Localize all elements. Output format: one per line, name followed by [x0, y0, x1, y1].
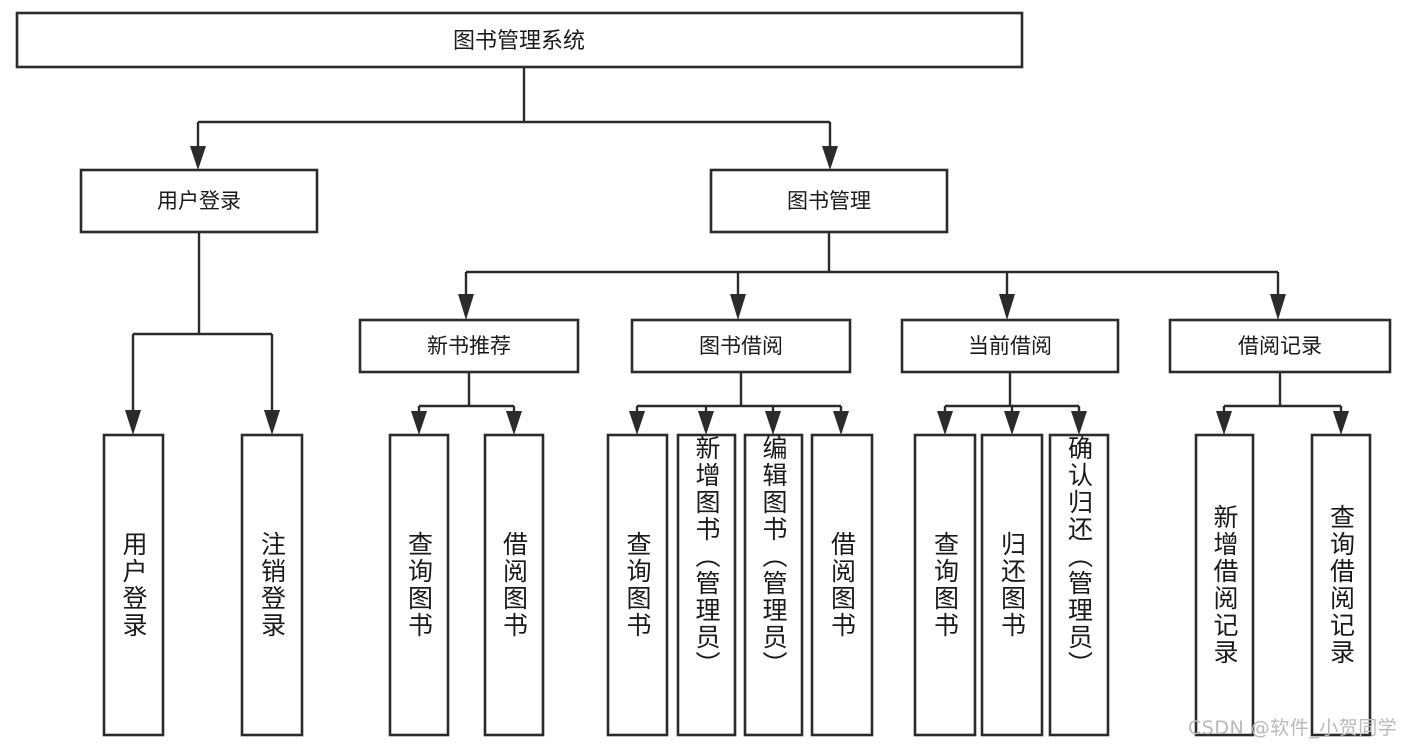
connector-borrow-record-to-leaves: [1216, 372, 1349, 435]
arrow-head-book-borrow: [730, 294, 746, 320]
leaf-box-borrow-book-1[interactable]: [483, 433, 545, 737]
arrow-head-leaf-return-book: [1004, 411, 1020, 435]
node-book-borrow-box[interactable]: [630, 318, 852, 374]
node-current-borrow-label: 当前借阅: [968, 334, 1052, 358]
arrow-head-current-borrow: [999, 294, 1015, 320]
csdn-watermark: CSDN @软件_小贺同学: [1188, 717, 1398, 739]
connector-root-to-level2: [190, 67, 838, 170]
connector-current-borrow-to-leaves: [937, 372, 1087, 435]
node-root-box[interactable]: [15, 11, 1024, 69]
arrow-head-leaf-add-book: [698, 411, 714, 435]
connector-book-management-to-level3: [458, 232, 1286, 320]
leaf-box-query-book-2[interactable]: [606, 433, 669, 737]
node-book-borrow-label: 图书借阅: [699, 334, 783, 358]
node-book-borrow[interactable]: 图书借阅: [630, 318, 852, 374]
node-book-management-label: 图书管理: [787, 189, 871, 213]
arrow-head-leaf-query-book-3: [937, 411, 953, 435]
leaf-box-edit-book[interactable]: [743, 433, 804, 737]
arrow-head-borrow-record: [1270, 294, 1286, 320]
node-current-borrow-box[interactable]: [900, 318, 1120, 374]
arrow-head-leaf-borrow-book-2: [833, 411, 849, 435]
arrow-head-user-login: [190, 146, 206, 170]
node-user-login[interactable]: 用户登录: [79, 168, 319, 234]
node-book-management-box[interactable]: [709, 168, 949, 234]
node-new-book-recommend-box[interactable]: [358, 318, 580, 374]
arrow-head-leaf-user-login: [125, 410, 141, 435]
node-borrow-record-label: 借阅记录: [1238, 334, 1322, 358]
arrow-head-leaf-edit-book: [765, 411, 781, 435]
node-current-borrow[interactable]: 当前借阅: [900, 318, 1120, 374]
arrow-head-leaf-logout-login: [264, 410, 280, 435]
arrow-head-book-management: [822, 146, 838, 170]
leaf-box-return-book[interactable]: [980, 433, 1044, 737]
leaf-box-add-record[interactable]: [1194, 433, 1255, 737]
node-root[interactable]: 图书管理系统: [15, 11, 1024, 69]
connector-book-borrow-to-leaves: [629, 372, 849, 435]
leaf-box-query-book-3[interactable]: [913, 433, 977, 737]
arrow-head-leaf-query-book-1: [411, 411, 427, 435]
leaf-box-query-book-1[interactable]: [388, 433, 450, 737]
node-book-management[interactable]: 图书管理: [709, 168, 949, 234]
arrow-head-leaf-query-record: [1333, 411, 1349, 435]
node-new-book-recommend[interactable]: 新书推荐: [358, 318, 580, 374]
node-new-book-recommend-label: 新书推荐: [427, 334, 511, 358]
leaf-box-query-record[interactable]: [1310, 433, 1372, 737]
arrow-head-leaf-borrow-book-1: [506, 411, 522, 435]
node-user-login-label: 用户登录: [157, 189, 241, 213]
leaf-box-user-login[interactable]: [102, 433, 165, 737]
connector-user-login-to-leaves: [125, 232, 280, 435]
node-borrow-record-box[interactable]: [1168, 318, 1392, 374]
arrow-head-new-book-recommend: [458, 294, 474, 320]
connector-new-book-to-leaves: [411, 372, 522, 435]
leaf-box-confirm-return[interactable]: [1048, 433, 1110, 737]
arrow-head-leaf-query-book-2: [629, 411, 645, 435]
arrow-head-leaf-add-record: [1216, 411, 1232, 435]
node-root-label: 图书管理系统: [453, 29, 585, 54]
node-borrow-record[interactable]: 借阅记录: [1168, 318, 1392, 374]
leaf-box-add-book[interactable]: [676, 433, 737, 737]
arrow-head-leaf-confirm-return: [1071, 411, 1087, 435]
leaf-box-borrow-book-2[interactable]: [810, 433, 874, 737]
leaf-box-logout-login[interactable]: [240, 433, 304, 737]
